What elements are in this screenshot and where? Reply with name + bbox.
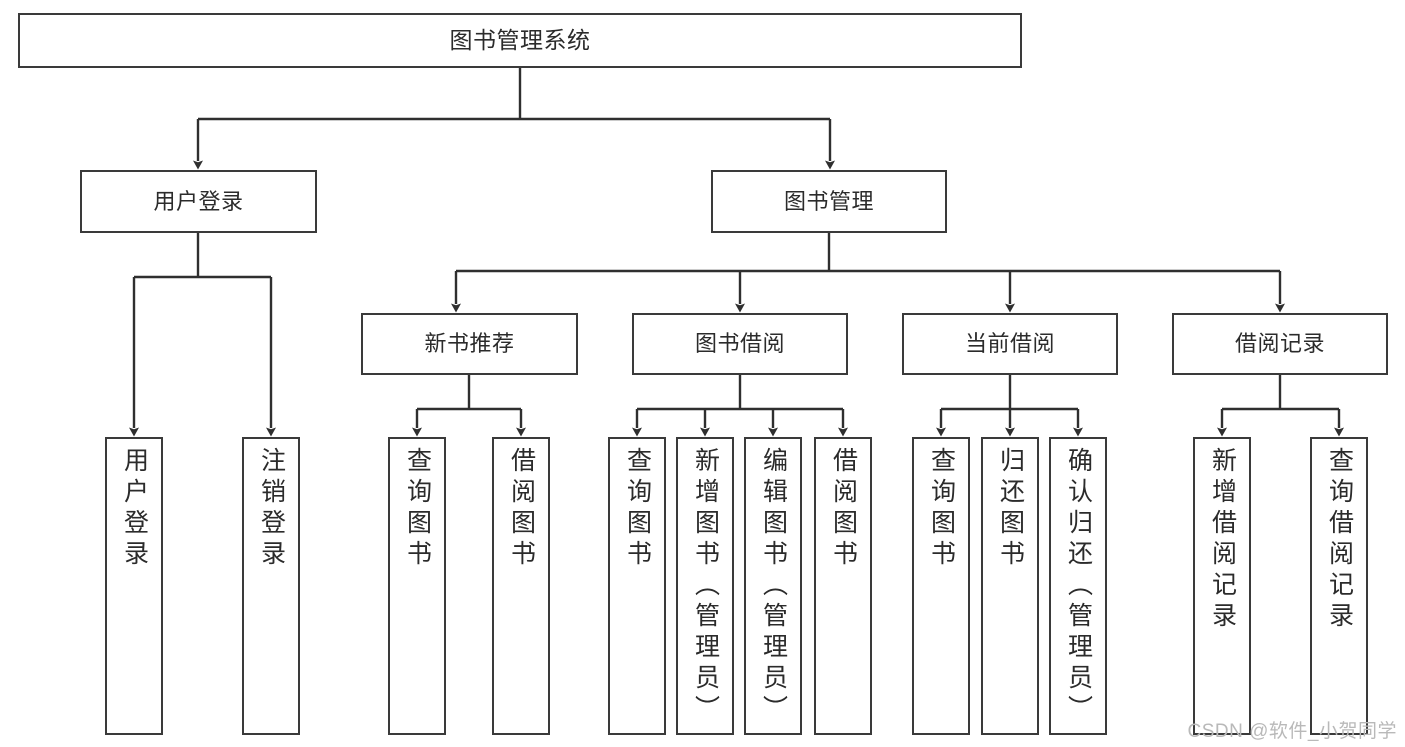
node-borrow-record[interactable]: 借阅记录: [1172, 313, 1388, 375]
node-book-management[interactable]: 图书管理: [711, 170, 947, 233]
leaf-current-borrow-return-book[interactable]: 归还图书: [981, 437, 1039, 735]
leaf-borrow-record-query-record[interactable]: 查询借阅记录: [1310, 437, 1368, 735]
node-label: 图书管理: [783, 188, 874, 214]
node-label: 编辑图书（管理员）: [759, 447, 788, 726]
watermark: CSDN @软件_小贺同学: [1187, 721, 1397, 742]
node-label: 注销登录: [257, 447, 286, 571]
node-root-system[interactable]: 图书管理系统: [18, 13, 1022, 68]
leaf-new-book-borrow-book[interactable]: 借阅图书: [492, 437, 550, 735]
leaf-book-borrow-borrow-book[interactable]: 借阅图书: [814, 437, 872, 735]
node-label: 新增借阅记录: [1208, 447, 1237, 633]
node-label: 借阅图书: [507, 447, 536, 571]
node-label: 新书推荐: [424, 331, 515, 357]
leaf-user-login-logout[interactable]: 注销登录: [242, 437, 300, 735]
node-label: 新增图书（管理员）: [691, 447, 720, 726]
leaf-borrow-record-add-record[interactable]: 新增借阅记录: [1193, 437, 1251, 735]
node-user-login[interactable]: 用户登录: [80, 170, 317, 233]
leaf-book-borrow-edit-book[interactable]: 编辑图书（管理员）: [744, 437, 802, 735]
node-label: 图书管理系统: [449, 27, 591, 54]
leaf-current-borrow-confirm-return[interactable]: 确认归还（管理员）: [1049, 437, 1107, 735]
node-label: 当前借阅: [964, 331, 1055, 357]
node-label: 查询图书: [927, 447, 956, 571]
node-label: 图书借阅: [694, 331, 785, 357]
node-book-borrow[interactable]: 图书借阅: [632, 313, 848, 375]
node-label: 借阅图书: [829, 447, 858, 571]
node-label: 查询借阅记录: [1325, 447, 1354, 633]
node-label: 用户登录: [153, 188, 244, 214]
node-current-borrow[interactable]: 当前借阅: [902, 313, 1118, 375]
leaf-new-book-query-book[interactable]: 查询图书: [388, 437, 446, 735]
node-label: 借阅记录: [1234, 331, 1325, 357]
leaf-book-borrow-add-book[interactable]: 新增图书（管理员）: [676, 437, 734, 735]
node-label: 归还图书: [996, 447, 1025, 571]
node-label: 用户登录: [120, 447, 149, 571]
node-new-book-recommend[interactable]: 新书推荐: [361, 313, 578, 375]
leaf-user-login-login[interactable]: 用户登录: [105, 437, 163, 735]
node-label: 确认归还（管理员）: [1064, 447, 1093, 726]
leaf-book-borrow-query-book[interactable]: 查询图书: [608, 437, 666, 735]
node-label: 查询图书: [403, 447, 432, 571]
node-label: 查询图书: [623, 447, 652, 571]
leaf-current-borrow-query-book[interactable]: 查询图书: [912, 437, 970, 735]
